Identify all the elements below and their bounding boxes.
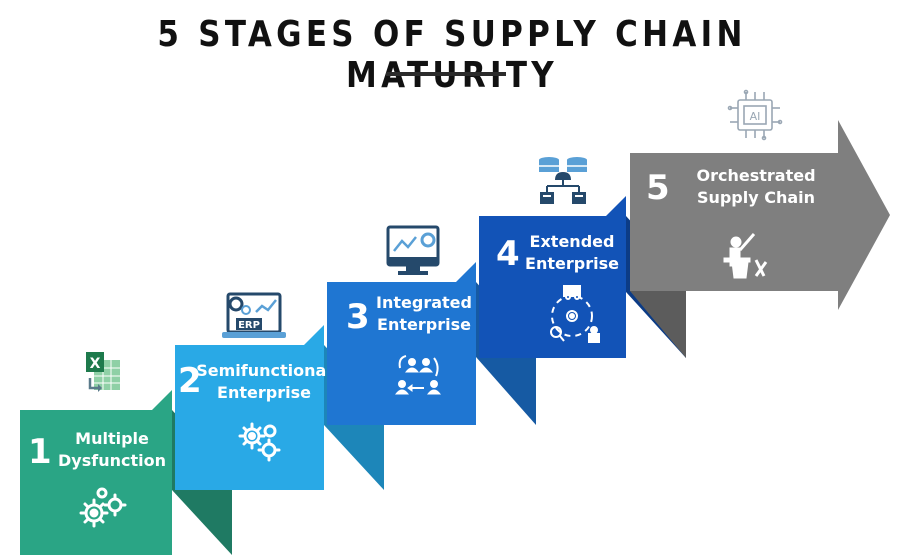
- stage-1-corner-tab: [152, 390, 172, 410]
- stage-1-number: 1: [28, 432, 52, 472]
- title-underline: [386, 72, 506, 76]
- presenter-icon: [723, 233, 768, 279]
- excel-spreadsheet-icon: X: [86, 352, 120, 392]
- cloud-database-icon: [539, 157, 587, 204]
- team-sync-icon: [394, 355, 442, 395]
- stage-2-label-line1: Semifunctional: [196, 361, 332, 380]
- gears-icon: [238, 422, 281, 462]
- title-part-1: 5 STAGES OF: [157, 14, 445, 55]
- stage-3-number: 3: [346, 297, 370, 337]
- stage-1-label-line1: Multiple: [75, 429, 149, 448]
- stage-3-label-line2: Enterprise: [377, 315, 471, 334]
- stage-5-label-line1: Orchestrated: [696, 166, 815, 185]
- stage-5-shadow: [630, 291, 686, 358]
- svg-text:X: X: [90, 356, 101, 372]
- stage-5-label-line2: Supply Chain: [697, 188, 815, 207]
- stage-4-label-line2: Enterprise: [525, 254, 619, 273]
- erp-laptop-icon: ERP: [222, 292, 286, 338]
- stage-2-block: [175, 345, 324, 490]
- stage-3-block: [327, 282, 476, 425]
- stage-4-label-line1: Extended: [530, 232, 615, 251]
- title-part-underlined: SUPPLY: [444, 14, 601, 55]
- stage-3-corner-tab: [456, 262, 476, 282]
- gears-icon: [79, 487, 127, 528]
- stage-1-block: [20, 410, 172, 555]
- stage-1-label-line2: Dysfunction: [58, 451, 166, 470]
- stage-2-number: 2: [178, 361, 202, 401]
- monitor-chart-icon: [386, 225, 440, 275]
- ai-text: AI: [750, 110, 761, 123]
- title-part-2: CHAIN MATURITY: [346, 14, 747, 96]
- stage-5-arrow: [630, 120, 890, 310]
- stage-2-label-line2: Enterprise: [217, 383, 311, 402]
- stage-5-number: 5: [646, 168, 670, 208]
- logistics-network-icon: [550, 285, 600, 343]
- stage-4-corner-tab: [606, 196, 626, 216]
- stage-1: 1 Multiple Dysfunction X: [20, 352, 232, 555]
- stage-2-corner-tab: [304, 325, 324, 345]
- stage-5: 5 Orchestrated Supply Chain AI: [630, 89, 890, 358]
- erp-text: ERP: [238, 320, 260, 331]
- ai-chip-icon: AI: [727, 89, 783, 141]
- page-title: 5 STAGES OF SUPPLY CHAIN MATURITY: [63, 14, 840, 96]
- stage-4-number: 4: [496, 234, 520, 274]
- stage-3-label-line1: Integrated: [376, 293, 472, 312]
